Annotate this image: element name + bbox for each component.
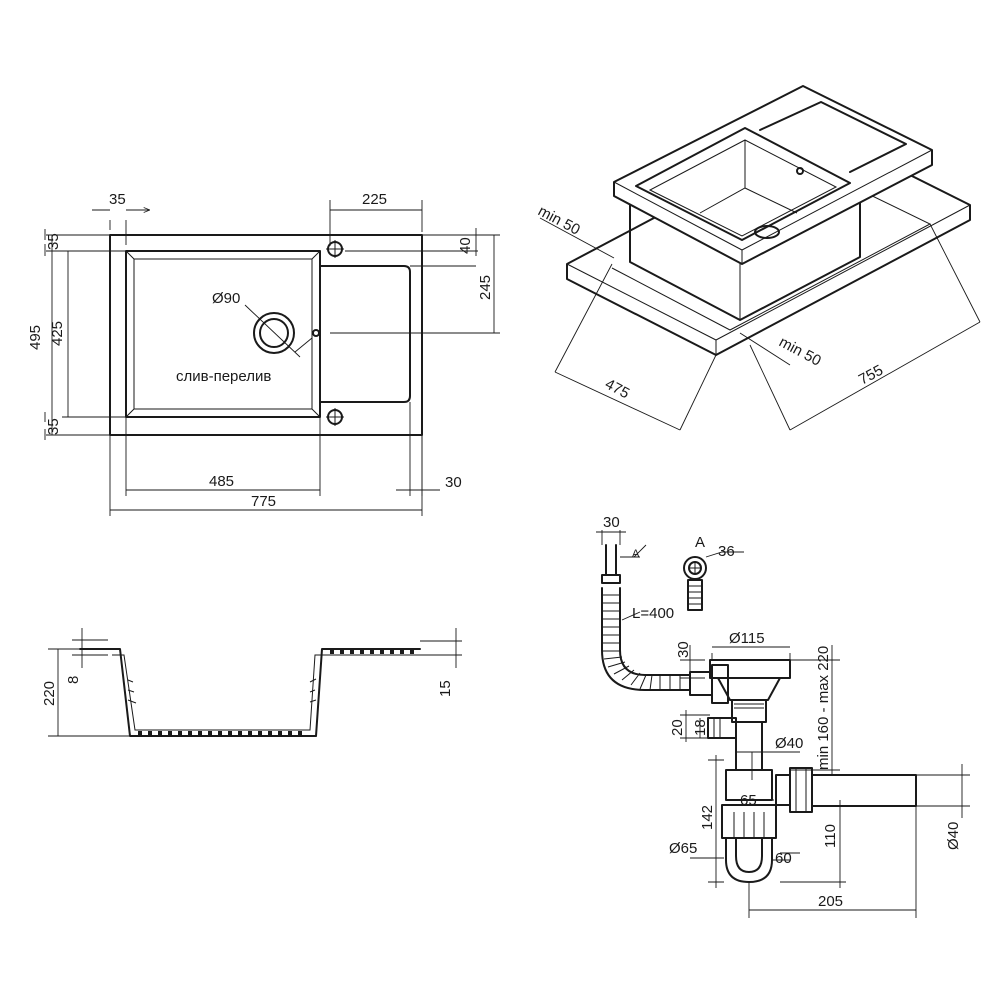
- bowl-inner: [133, 258, 313, 410]
- dim-min50-left: min 50: [535, 203, 583, 239]
- trap-body: [721, 804, 777, 839]
- marker-a: A: [632, 548, 640, 560]
- sink-outline: [109, 234, 423, 436]
- dim-diameter-40-pipe: Ø40: [775, 735, 803, 752]
- dim-220-section: 220: [41, 681, 58, 706]
- dim-775: 775: [251, 493, 276, 510]
- dim-diameter-90: Ø90: [212, 290, 240, 307]
- dim-245: 245: [477, 275, 494, 300]
- dim-diameter-40-outlet: Ø40: [945, 822, 962, 850]
- section-profile: [79, 648, 421, 737]
- drainboard: [319, 265, 411, 403]
- dim-755: 755: [856, 362, 886, 389]
- top-view: 35 225 35 495 425 35 40 245 Ø90 слив-пер…: [27, 191, 500, 516]
- dim-20: 20: [669, 719, 686, 736]
- trap-bottom: [725, 837, 773, 883]
- dim-110: 110: [822, 824, 839, 848]
- siphon-pipe: [735, 721, 763, 771]
- hose-top: [605, 544, 617, 576]
- dim-height-range: min 160 - max 220: [815, 646, 832, 770]
- hose-length: L=400: [632, 605, 674, 622]
- dim-min50-right: min 50: [776, 334, 824, 370]
- detail-a-label: A: [695, 534, 705, 551]
- dim-225: 225: [362, 191, 387, 208]
- dim-diameter-115: Ø115: [729, 630, 765, 647]
- dim-15: 15: [437, 680, 454, 697]
- dim-142: 142: [699, 805, 716, 830]
- dim-205: 205: [818, 893, 843, 910]
- section-view: 220 8 15: [41, 628, 462, 737]
- dim-30-top: 30: [603, 514, 620, 531]
- dim-18: 18: [692, 719, 709, 736]
- dim-30-side: 30: [675, 641, 692, 658]
- overflow-hole: [312, 329, 320, 337]
- drain-hole: [253, 312, 295, 354]
- dim-36: 36: [718, 543, 735, 560]
- dim-35-top: 35: [109, 191, 126, 208]
- drain-overflow-label: слив-перелив: [176, 368, 271, 385]
- dim-65: 65: [740, 792, 757, 809]
- dim-485: 485: [209, 473, 234, 490]
- outlet-pipe: [811, 774, 917, 807]
- dim-425: 425: [49, 321, 66, 346]
- siphon-view: 30 A A 36 L=400 30 Ø115 min 160 - max 22…: [596, 514, 970, 918]
- dim-30: 30: [445, 474, 462, 491]
- dim-8: 8: [65, 676, 82, 684]
- flex-hose-inner: [619, 587, 691, 676]
- isometric-view: min 50 min 50 475 755: [535, 85, 981, 431]
- dim-475: 475: [602, 376, 632, 403]
- outlet-nut: [789, 767, 813, 813]
- dim-35-left-bottom: 35: [45, 418, 62, 435]
- strainer-flange: [709, 659, 791, 679]
- bowl-outer: [125, 250, 321, 418]
- dim-60: 60: [775, 850, 792, 867]
- dim-diameter-65: Ø65: [669, 840, 697, 857]
- dim-35-left-top: 35: [45, 233, 62, 250]
- dim-40: 40: [457, 237, 474, 254]
- dim-495: 495: [27, 325, 44, 350]
